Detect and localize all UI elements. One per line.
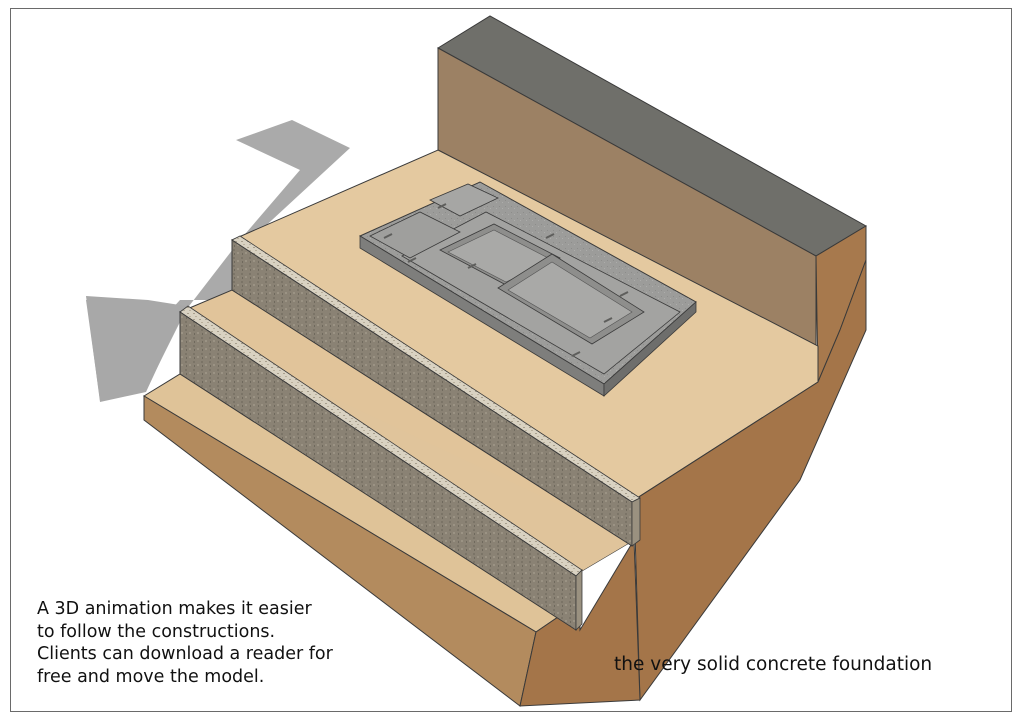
caption-line-4: free and move the model. (37, 666, 265, 687)
caption-line-3: Clients can download a reader for (37, 644, 333, 664)
image-frame (10, 8, 1012, 712)
caption-foundation: the very solid concrete foundation (614, 654, 933, 675)
upper-stone-wall-end (631, 497, 641, 547)
cast-shadow-lower (86, 296, 186, 402)
caption-line-1: A 3D animation makes it easier (37, 599, 312, 619)
caption-animation-note: A 3D animation makes it easier to follow… (37, 598, 333, 688)
caption-line-2: to follow the constructions. (37, 621, 276, 642)
cast-shadow (86, 120, 350, 400)
concrete-foundation (358, 181, 697, 397)
lower-stone-wall-end (575, 569, 583, 631)
